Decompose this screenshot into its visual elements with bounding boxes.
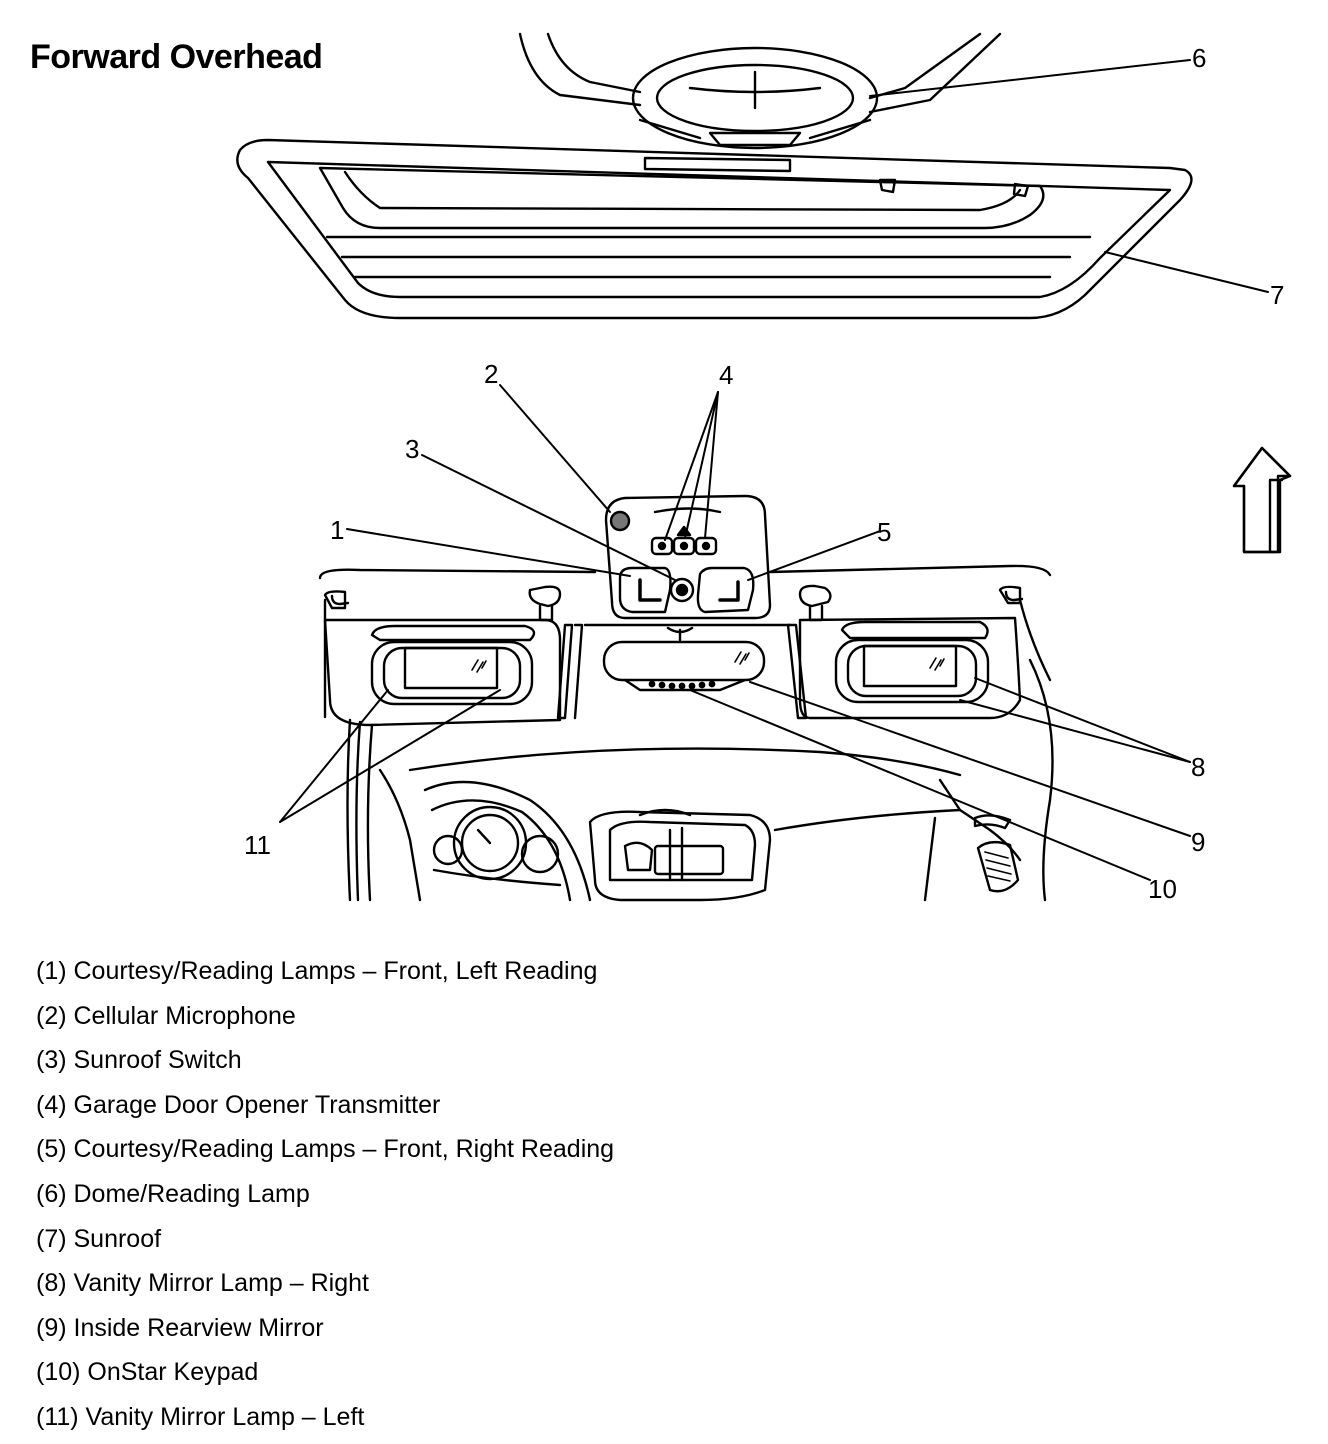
forward-arrow-icon (1232, 446, 1292, 554)
diagram-title: Forward Overhead (30, 38, 323, 76)
legend-item: (6) Dome/Reading Lamp (36, 1179, 310, 1208)
legend-item: (11) Vanity Mirror Lamp – Left (36, 1402, 365, 1431)
onstar-keypad (648, 680, 716, 690)
leader-lines (279, 59, 1269, 881)
legend-item: (8) Vanity Mirror Lamp – Right (36, 1269, 369, 1298)
callout-2: 2 (484, 359, 498, 389)
callout-5: 5 (877, 517, 891, 547)
sunroof (236, 138, 1193, 320)
legend-item: (5) Courtesy/Reading Lamps – Front, Righ… (36, 1135, 615, 1164)
callout-10: 10 (1148, 874, 1177, 904)
callout-8: 8 (1191, 752, 1205, 782)
headliner (318, 564, 1052, 719)
callout-7: 7 (1270, 280, 1284, 310)
overhead-console (604, 494, 772, 620)
inside-rearview-mirror (602, 626, 766, 692)
dome-reading-lamp (518, 32, 1002, 150)
dashboard (346, 658, 1054, 902)
callout-1: 1 (330, 515, 344, 545)
callout-11: 11 (244, 830, 271, 860)
legend-item: (2) Cellular Microphone (36, 1001, 296, 1030)
overhead-diagram: 1 2 3 4 5 6 7 8 9 10 11 (236, 32, 1292, 904)
right-sun-visor (583, 584, 1024, 720)
legend-item: (10) OnStar Keypad (36, 1358, 259, 1387)
callout-3: 3 (405, 434, 419, 464)
cellular-microphone-icon (609, 510, 631, 532)
left-sun-visor (323, 585, 584, 727)
callout-9: 9 (1191, 827, 1205, 857)
callout-6: 6 (1192, 43, 1206, 73)
legend-item: (9) Inside Rearview Mirror (36, 1313, 324, 1342)
legend-item: (3) Sunroof Switch (36, 1046, 242, 1075)
legend-list: (1) Courtesy/Reading Lamps – Front, Left… (36, 953, 614, 1444)
legend-item: (4) Garage Door Opener Transmitter (36, 1090, 441, 1119)
legend-item: (1) Courtesy/Reading Lamps – Front, Left… (36, 957, 598, 985)
callout-4: 4 (719, 360, 733, 390)
legend-item: (7) Sunroof (36, 1224, 162, 1253)
